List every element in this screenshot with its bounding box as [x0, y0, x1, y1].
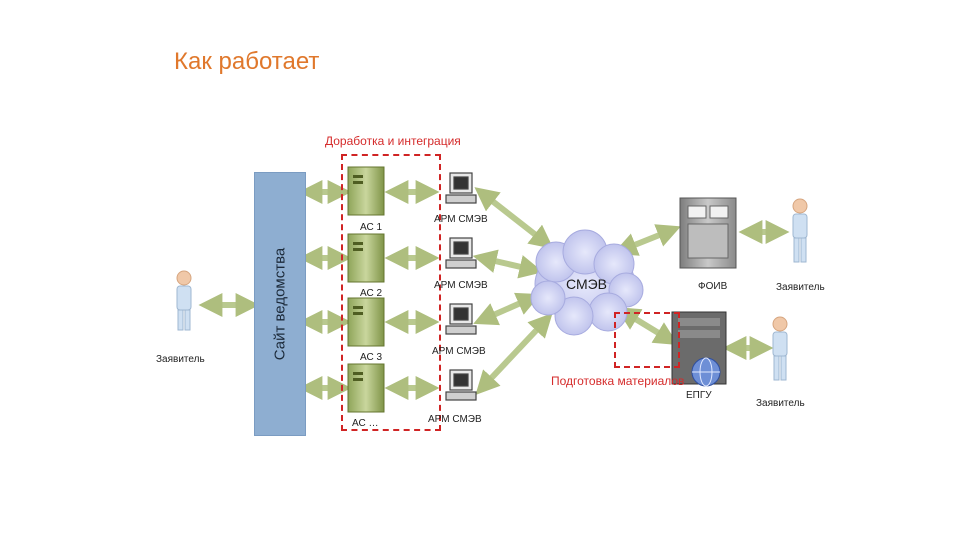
applicant-figures: [176, 198, 808, 381]
site-label: Сайт ведомства: [271, 247, 289, 361]
as-servers: [347, 166, 385, 413]
arm-label: АРМ СМЭВ: [434, 280, 488, 291]
foiv-label: ФОИВ: [698, 281, 728, 292]
site-panel: Сайт ведомства: [254, 172, 306, 436]
smev-label: СМЭВ: [566, 276, 608, 292]
site-as-arrows: [298, 180, 352, 400]
epgu-label: ЕПГУ: [686, 390, 712, 401]
as-label: АС 3: [360, 352, 383, 363]
applicant-label-right-bottom: Заявитель: [756, 398, 805, 409]
foiv-server: [679, 197, 737, 269]
arm-smev-arrows: [472, 187, 554, 395]
integration-box: [341, 154, 441, 431]
arm-label: АРМ СМЭВ: [434, 214, 488, 225]
integration-label: Доработка и интеграция: [325, 134, 461, 148]
applicant-label-left: Заявитель: [156, 354, 205, 365]
as-label: АС …: [352, 418, 379, 429]
preparation-label: Подготовка материалов: [551, 374, 685, 388]
smev-arrows: [613, 224, 681, 345]
preparation-box: [614, 312, 680, 368]
as-label: АС 1: [360, 222, 383, 233]
arm-label: АРМ СМЭВ: [432, 346, 486, 357]
smev-cloud: [530, 229, 644, 336]
arm-label: АРМ СМЭВ: [428, 414, 482, 425]
as-label: АС 2: [360, 288, 383, 299]
arm-computers: [445, 172, 477, 401]
globe-icon: [691, 357, 721, 387]
as-arm-arrows: [384, 180, 440, 400]
applicant-label-right-top: Заявитель: [776, 282, 825, 293]
page-title: Как работает: [174, 48, 320, 75]
